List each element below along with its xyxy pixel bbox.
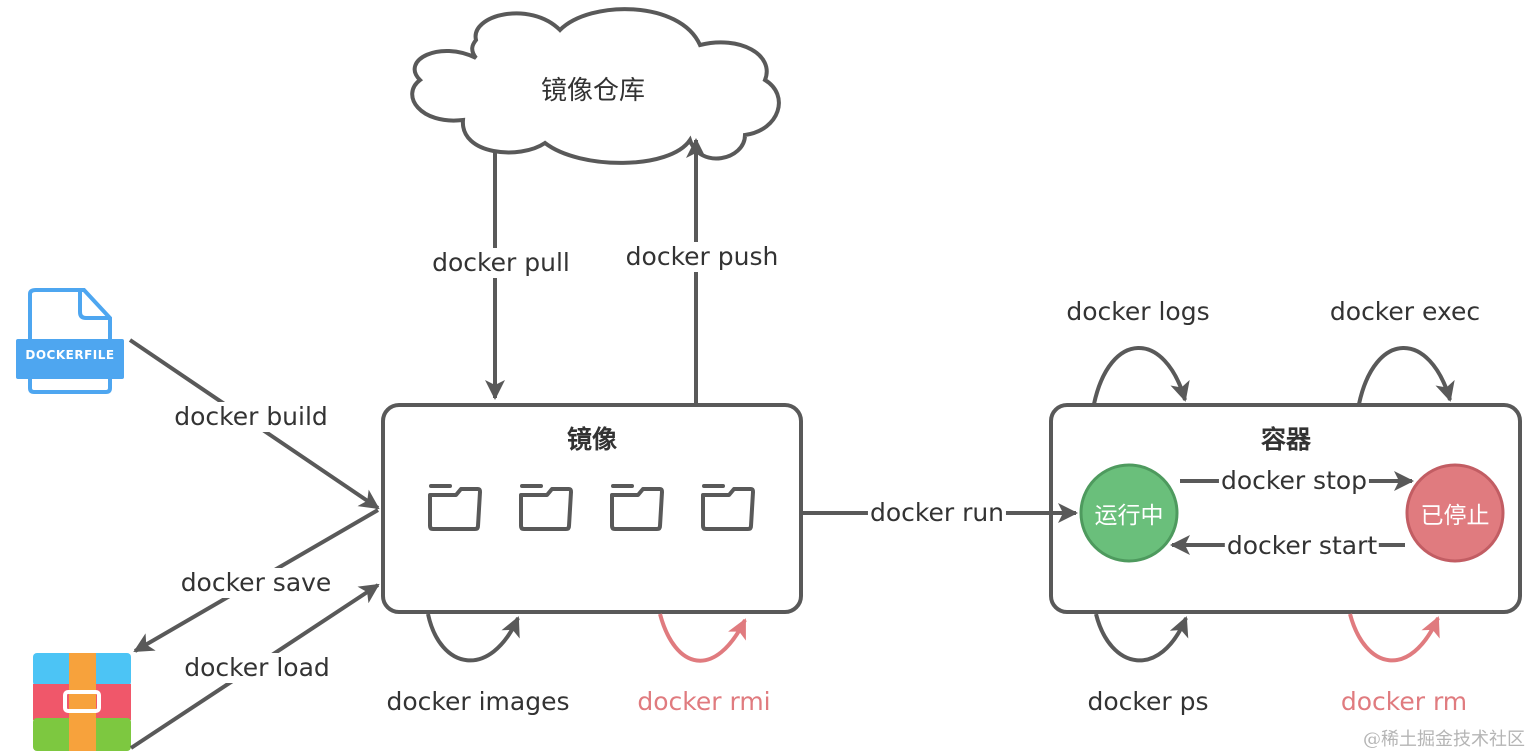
rmi-loop-arrow (658, 613, 747, 663)
images-loop-arrow (426, 613, 520, 663)
cmd-exec: docker exec (1329, 297, 1481, 326)
dockerfile-icon (16, 288, 124, 394)
folder-icon (610, 484, 664, 531)
image-box-title: 镜像 (566, 425, 618, 454)
image-box (381, 403, 803, 614)
cmd-build: docker build (172, 402, 330, 432)
exec-loop-arrow (1357, 346, 1455, 405)
container-box-title: 容器 (1260, 425, 1312, 454)
stopped-state-label: 已停止 (1420, 503, 1490, 529)
cmd-load: docker load (182, 653, 332, 683)
cmd-ps: docker ps (1087, 687, 1209, 716)
cmd-run: docker run (867, 498, 1007, 528)
cmd-logs: docker logs (1066, 297, 1210, 326)
running-state-label: 运行中 (1094, 503, 1164, 529)
cmd-push: docker push (623, 242, 781, 272)
rm-loop-arrow (1348, 613, 1440, 663)
folder-icon (701, 484, 755, 531)
cmd-rm: docker rm (1340, 687, 1468, 716)
cmd-rmi: docker rmi (637, 687, 771, 716)
logs-loop-arrow (1092, 346, 1190, 405)
cmd-images: docker images (386, 687, 570, 716)
cmd-save: docker save (178, 568, 334, 598)
registry-title: 镜像仓库 (540, 76, 646, 106)
dockerfile-label: DOCKERFILE (25, 348, 115, 362)
folder-icon (428, 484, 482, 531)
container-box (1049, 403, 1522, 614)
stopped-state (1405, 463, 1505, 563)
cmd-pull: docker pull (430, 248, 572, 278)
image-folders (428, 484, 755, 531)
running-state (1079, 463, 1179, 563)
cmd-start: docker start (1224, 531, 1380, 561)
cmd-stop: docker stop (1218, 466, 1370, 496)
archive-icon (33, 653, 131, 751)
folder-icon (519, 484, 573, 531)
watermark: @稀土掘金技术社区 (1363, 729, 1525, 750)
ps-loop-arrow (1094, 613, 1189, 663)
